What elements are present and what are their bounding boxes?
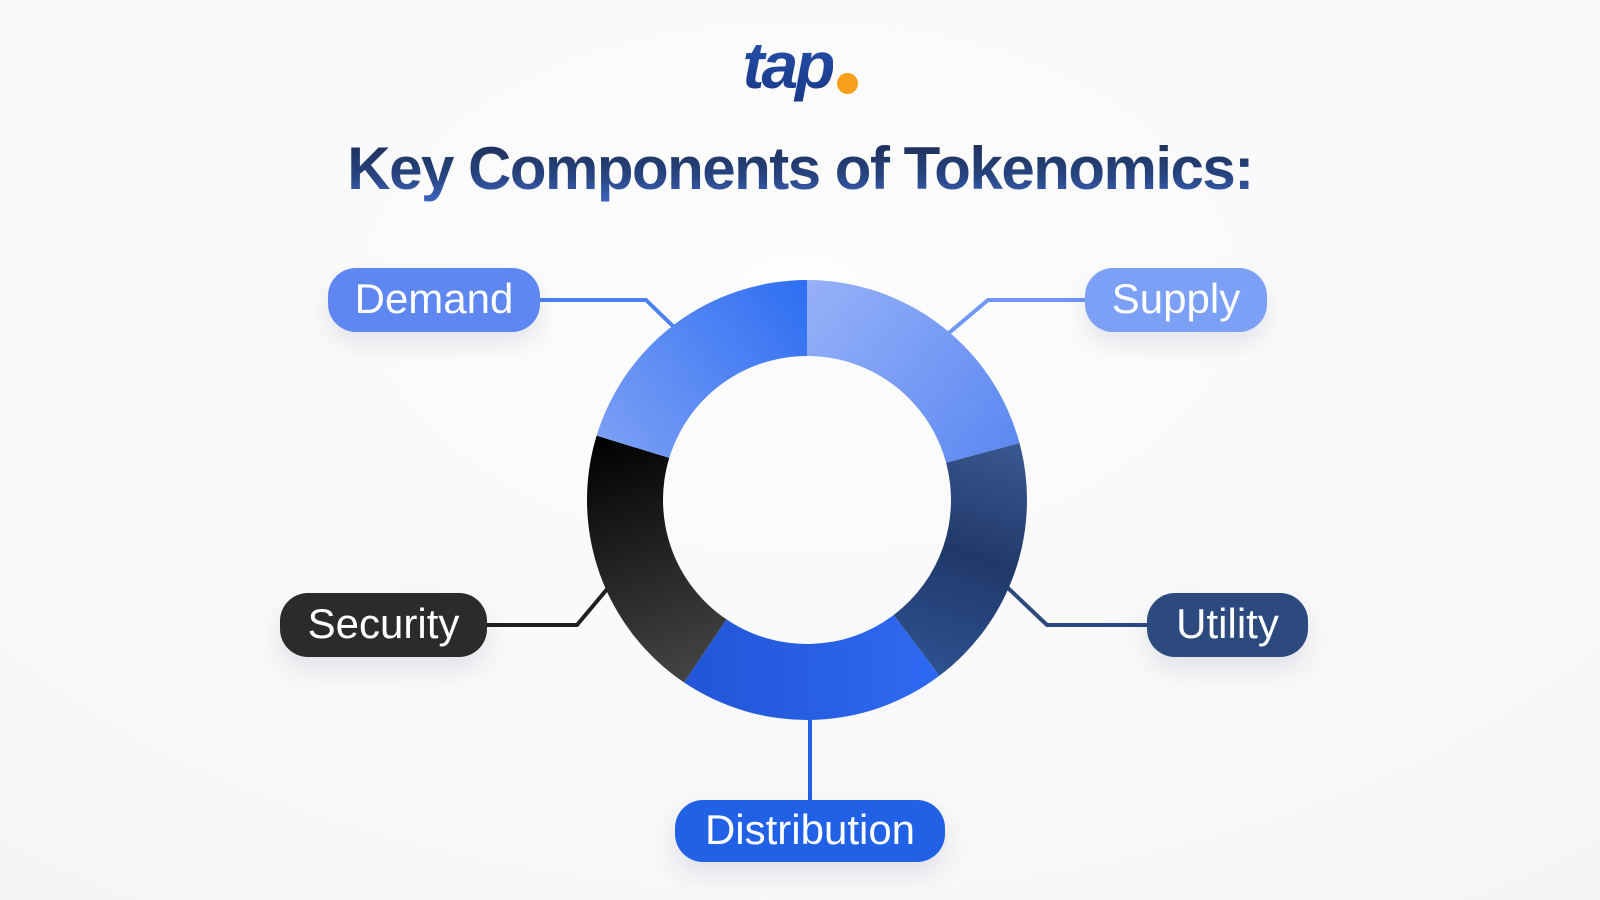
callout-supply-label: Supply xyxy=(1111,275,1241,322)
callout-demand: Demand xyxy=(328,268,540,332)
callout-distribution: Distribution xyxy=(675,800,945,862)
donut-segment-security xyxy=(586,435,727,683)
logo-text: tap xyxy=(742,28,836,102)
callout-utility-label: Utility xyxy=(1176,600,1279,647)
donut-segment-distribution xyxy=(683,615,940,721)
connector-supply xyxy=(948,298,1087,334)
donut-segment-utility xyxy=(893,443,1027,676)
callout-utility: Utility xyxy=(1147,593,1308,657)
donut-segment-supply xyxy=(807,280,1020,463)
tap-logo: tap. xyxy=(0,32,1600,104)
connector-security xyxy=(485,586,610,627)
donut-segment-demand xyxy=(596,280,807,458)
connector-demand xyxy=(538,298,680,333)
callout-security-label: Security xyxy=(307,600,460,647)
connector-utility xyxy=(1006,586,1149,627)
callout-security: Security xyxy=(280,593,487,657)
page-title: Key Components of Tokenomics: xyxy=(0,134,1600,203)
callout-demand-label: Demand xyxy=(354,275,514,322)
callout-supply: Supply xyxy=(1085,268,1267,332)
logo-dot: . xyxy=(836,73,858,94)
callout-distribution-label: Distribution xyxy=(704,806,916,853)
